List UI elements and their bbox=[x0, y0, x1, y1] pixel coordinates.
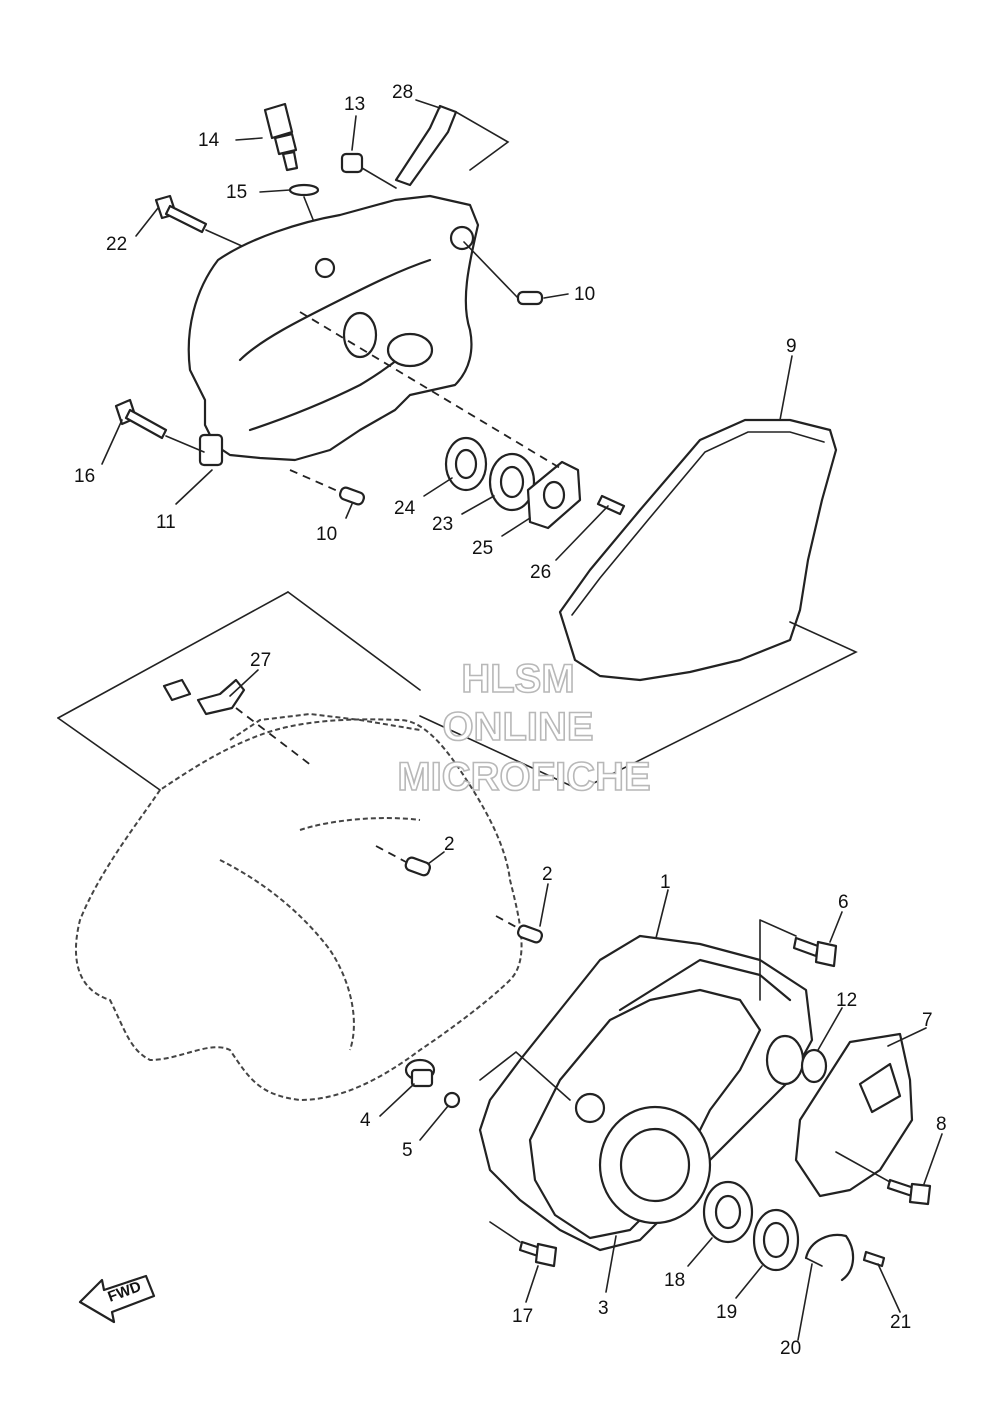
circlip-20 bbox=[804, 1233, 855, 1282]
callout-22: 22 bbox=[106, 234, 127, 255]
oil-seal-19 bbox=[752, 1208, 800, 1272]
bearing-23 bbox=[488, 452, 536, 512]
cap bbox=[340, 152, 397, 189]
dowel-pin-upper bbox=[516, 290, 544, 306]
callout-12: 12 bbox=[836, 990, 857, 1011]
callout-15: 15 bbox=[226, 182, 247, 203]
callout-5: 5 bbox=[402, 1140, 413, 1161]
callout-27: 27 bbox=[250, 650, 271, 671]
bolt-16 bbox=[114, 398, 168, 440]
dowel-pin-2b bbox=[516, 924, 544, 944]
callout-10b: 10 bbox=[316, 524, 337, 545]
watermark-line-1: HLSM bbox=[461, 657, 574, 701]
callout-11: 11 bbox=[156, 512, 176, 533]
crankcase-cover-3 bbox=[478, 934, 814, 1252]
clip-bracket bbox=[394, 104, 510, 187]
crankcase-cover bbox=[187, 194, 480, 467]
engine-outline bbox=[57, 591, 544, 1101]
callout-25: 25 bbox=[472, 538, 493, 559]
seal-12 bbox=[800, 1048, 828, 1084]
lower-crankcase-cover-group bbox=[404, 919, 932, 1282]
callout-9: 9 bbox=[786, 336, 797, 357]
bolt-8 bbox=[886, 1178, 932, 1206]
callout-13: 13 bbox=[344, 94, 365, 115]
o-ring bbox=[288, 183, 320, 197]
dowel-pin-2a bbox=[404, 856, 432, 877]
callout-28: 28 bbox=[392, 82, 413, 103]
callout-4: 4 bbox=[360, 1110, 371, 1131]
watermark-line-2: ONLINE bbox=[442, 705, 593, 749]
callout-3: 3 bbox=[598, 1298, 609, 1319]
forward-direction-arrow: FWD bbox=[78, 1274, 156, 1324]
bolt-17 bbox=[518, 1240, 558, 1268]
washer-5 bbox=[443, 1091, 461, 1109]
leader-lines bbox=[101, 99, 943, 1341]
callout-19: 19 bbox=[716, 1302, 737, 1323]
callout-numbers: 1 2 2 3 4 5 6 7 8 9 10 10 11 12 13 14 15… bbox=[74, 82, 947, 1359]
callout-21: 21 bbox=[890, 1312, 911, 1333]
callout-6: 6 bbox=[838, 892, 849, 913]
callout-23: 23 bbox=[432, 514, 453, 535]
oil-filler-plug bbox=[263, 102, 299, 172]
bracket-27 bbox=[162, 678, 246, 716]
upper-crankcase-cover-group bbox=[114, 102, 858, 791]
callout-10a: 10 bbox=[574, 284, 595, 305]
watermark: HLSM ONLINE MICROFICHE bbox=[397, 656, 652, 800]
callout-14: 14 bbox=[198, 130, 220, 151]
bolt-6 bbox=[792, 936, 838, 968]
callout-2a: 2 bbox=[444, 834, 455, 855]
callout-1: 1 bbox=[660, 872, 671, 893]
screw-21 bbox=[862, 1250, 886, 1268]
callout-17: 17 bbox=[512, 1306, 533, 1327]
screw-26 bbox=[596, 494, 626, 516]
callout-2b: 2 bbox=[542, 864, 553, 885]
oil-seal-24 bbox=[444, 436, 488, 492]
callout-7: 7 bbox=[922, 1010, 933, 1031]
cover-plate-7 bbox=[794, 1032, 914, 1198]
bearing-18 bbox=[702, 1180, 754, 1244]
bolt-22 bbox=[154, 194, 208, 234]
gasket-9 bbox=[558, 418, 838, 682]
plug-4 bbox=[404, 1058, 436, 1088]
callout-18: 18 bbox=[664, 1270, 685, 1291]
bearing-plate-25 bbox=[526, 460, 582, 530]
callout-20: 20 bbox=[780, 1338, 801, 1359]
dowel-pin-lower bbox=[338, 486, 366, 506]
watermark-line-3: MICROFICHE bbox=[397, 755, 650, 799]
callout-26: 26 bbox=[530, 562, 551, 583]
callout-16: 16 bbox=[74, 466, 95, 487]
callout-24: 24 bbox=[394, 498, 416, 519]
callout-8: 8 bbox=[936, 1114, 947, 1135]
